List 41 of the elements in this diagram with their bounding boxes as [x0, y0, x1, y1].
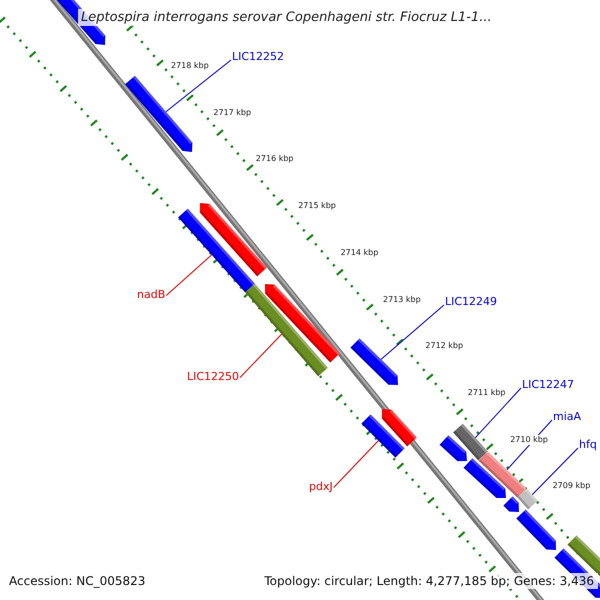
gene-feature [567, 535, 600, 577]
gene-feature [178, 208, 255, 292]
leader-line [532, 448, 578, 496]
gene-feature [453, 424, 488, 460]
gene-label: LIC12250 [187, 370, 240, 383]
gene-feature [265, 284, 340, 362]
tick-label: 2718 kbp [171, 61, 209, 71]
gene-feature [516, 509, 556, 550]
tick-label: 2717 kbp [213, 108, 252, 118]
gene-feature [503, 496, 519, 512]
gene-label: miaA [553, 410, 582, 423]
gene-feature [200, 203, 267, 276]
gene-feature [125, 76, 192, 152]
gene-feature [350, 338, 398, 385]
leader-line [166, 254, 212, 296]
gene-label: LIC12249 [445, 295, 498, 308]
gene-feature [464, 458, 506, 498]
gene-feature [382, 409, 417, 446]
gene-label: pdxJ [309, 480, 333, 493]
tick-label: 2713 kbp [383, 294, 421, 304]
gene-label: hfq [579, 438, 597, 451]
tick-label: 2714 kbp [340, 248, 378, 258]
leader-line [380, 304, 444, 360]
leader-line [165, 60, 232, 112]
gene-label: LIC12252 [232, 50, 284, 63]
tick-label: 2710 kbp [510, 434, 548, 445]
tick-label: 2712 kbp [425, 341, 464, 352]
leader-line [474, 388, 522, 438]
tick-label: 2711 kbp [468, 388, 506, 398]
gene-feature [245, 284, 328, 376]
gene-feature [517, 488, 538, 510]
tick-label: 2715 kbp [298, 201, 336, 212]
gene-label: nadB [137, 288, 166, 301]
tick-label: 2716 kbp [256, 154, 294, 164]
gene-feature [478, 451, 526, 498]
gene-label: LIC12247 [522, 378, 574, 391]
leader-line [333, 440, 379, 488]
leader-line [240, 334, 282, 378]
gene-feature [440, 435, 467, 462]
gene-feature [361, 414, 405, 458]
tick-label: 2709 kbp [552, 481, 590, 492]
